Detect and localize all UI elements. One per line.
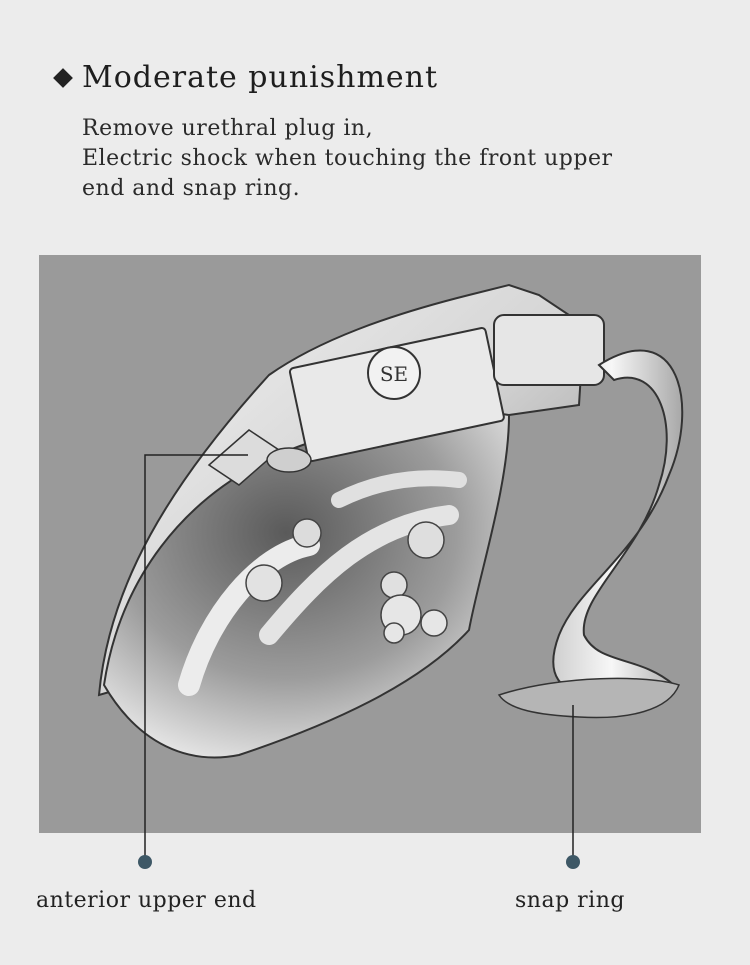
cage-hole xyxy=(383,622,405,644)
snap-ring-base xyxy=(497,677,680,719)
brand-logo-icon xyxy=(367,346,421,400)
contact-screw xyxy=(266,447,312,473)
product-illustration: SE xyxy=(39,255,701,833)
anterior-upper-end-dot xyxy=(138,855,152,869)
lock-head xyxy=(493,314,605,386)
snap-ring-label: snap ring xyxy=(515,888,625,913)
cage-slot xyxy=(178,534,320,696)
cage-hole xyxy=(420,609,448,637)
anterior-upper-end-leader xyxy=(144,454,248,860)
section-heading: Moderate punishment xyxy=(52,60,438,95)
brand-logo-text: SE xyxy=(380,362,408,386)
description-line: Remove urethral plug in, xyxy=(82,116,374,141)
device-drawing: SE xyxy=(97,283,684,759)
description: Remove urethral plug in, Electric shock … xyxy=(82,114,613,204)
cage-slot xyxy=(259,505,459,645)
cage-hole xyxy=(292,518,322,548)
cage-slot xyxy=(331,470,467,508)
section-title: Moderate punishment xyxy=(82,60,439,95)
description-line: end and snap ring. xyxy=(82,176,301,201)
cage-hole xyxy=(245,564,283,602)
snap-ring-dot xyxy=(566,855,580,869)
cage-hole xyxy=(407,521,445,559)
description-line: Electric shock when touching the front u… xyxy=(82,146,613,171)
anterior-upper-end-label: anterior upper end xyxy=(36,888,257,913)
